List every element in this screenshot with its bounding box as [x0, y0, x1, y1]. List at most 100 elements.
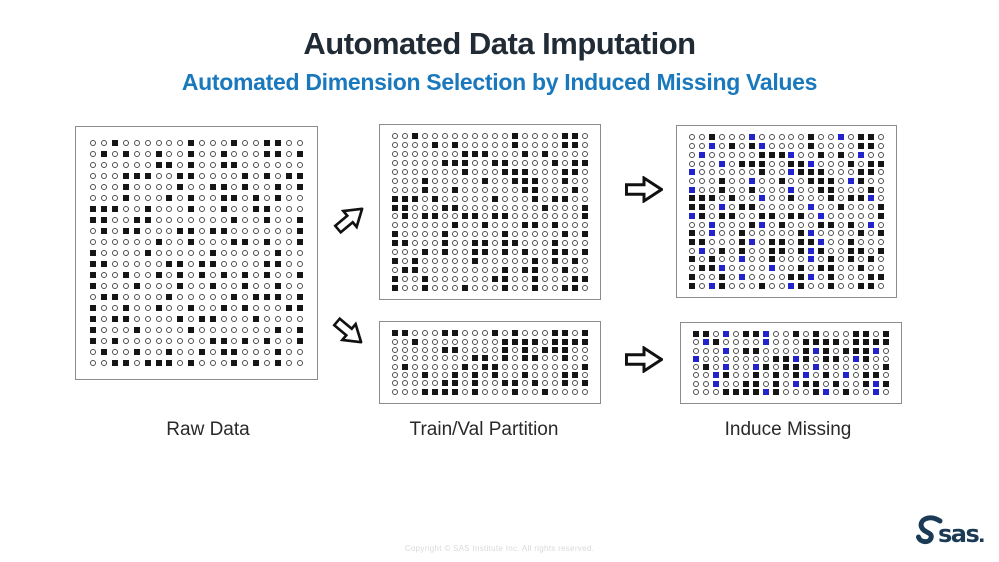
open-circle-marker	[757, 185, 767, 194]
open-circle-marker	[450, 239, 460, 248]
black-square-marker	[861, 330, 871, 338]
open-circle-marker	[272, 236, 283, 247]
black-square-marker	[294, 270, 305, 281]
open-circle-marker	[777, 273, 787, 282]
black-square-marker	[420, 388, 430, 396]
black-square-marker	[741, 380, 751, 388]
black-square-marker	[687, 194, 697, 203]
open-circle-marker	[410, 248, 420, 257]
black-square-marker	[262, 336, 273, 347]
black-square-marker	[164, 159, 175, 170]
black-square-marker	[826, 177, 836, 186]
black-square-marker	[410, 256, 420, 265]
open-circle-marker	[711, 355, 721, 363]
open-circle-marker	[806, 194, 816, 203]
blue-square-marker	[806, 273, 816, 282]
open-circle-marker	[440, 150, 450, 159]
open-circle-marker	[283, 159, 294, 170]
open-circle-marker	[761, 347, 771, 355]
black-square-marker	[410, 132, 420, 141]
open-circle-marker	[757, 246, 767, 255]
open-circle-marker	[876, 238, 886, 247]
open-circle-marker	[806, 264, 816, 273]
black-square-marker	[550, 221, 560, 230]
open-circle-marker	[440, 274, 450, 283]
open-circle-marker	[88, 292, 99, 303]
open-circle-marker	[251, 159, 262, 170]
open-circle-marker	[570, 265, 580, 274]
open-circle-marker	[737, 142, 747, 151]
open-circle-marker	[777, 264, 787, 273]
black-square-marker	[294, 225, 305, 236]
black-square-marker	[841, 388, 851, 396]
open-circle-marker	[821, 330, 831, 338]
open-circle-marker	[490, 256, 500, 265]
black-square-marker	[816, 220, 826, 229]
open-circle-marker	[390, 379, 400, 387]
open-circle-marker	[283, 325, 294, 336]
open-circle-marker	[826, 238, 836, 247]
open-circle-marker	[142, 292, 153, 303]
open-circle-marker	[283, 203, 294, 214]
open-circle-marker	[510, 203, 520, 212]
open-circle-marker	[580, 132, 590, 141]
open-circle-marker	[560, 203, 570, 212]
arrow-right-icon	[625, 176, 663, 203]
black-square-marker	[861, 371, 871, 379]
open-circle-marker	[520, 274, 530, 283]
black-square-marker	[430, 141, 440, 150]
black-square-marker	[470, 248, 480, 257]
black-square-marker	[430, 212, 440, 221]
blue-square-marker	[757, 220, 767, 229]
open-circle-marker	[697, 133, 707, 142]
open-circle-marker	[510, 150, 520, 159]
black-square-marker	[99, 292, 110, 303]
open-circle-marker	[110, 192, 121, 203]
open-circle-marker	[229, 247, 240, 258]
open-circle-marker	[460, 185, 470, 194]
open-circle-marker	[121, 347, 132, 358]
open-circle-marker	[757, 238, 767, 247]
black-square-marker	[560, 176, 570, 185]
open-circle-marker	[480, 194, 490, 203]
open-circle-marker	[99, 358, 110, 369]
open-circle-marker	[540, 212, 550, 221]
open-circle-marker	[420, 159, 430, 168]
black-square-marker	[294, 170, 305, 181]
black-square-marker	[856, 281, 866, 290]
open-circle-marker	[796, 185, 806, 194]
open-circle-marker	[490, 379, 500, 387]
open-circle-marker	[410, 239, 420, 248]
open-circle-marker	[142, 181, 153, 192]
black-square-marker	[99, 259, 110, 270]
black-square-marker	[826, 194, 836, 203]
open-circle-marker	[450, 168, 460, 177]
black-square-marker	[460, 283, 470, 292]
black-square-marker	[550, 248, 560, 257]
open-circle-marker	[520, 256, 530, 265]
black-square-marker	[500, 379, 510, 387]
black-square-marker	[240, 281, 251, 292]
open-circle-marker	[153, 214, 164, 225]
black-square-marker	[229, 192, 240, 203]
open-circle-marker	[480, 283, 490, 292]
open-circle-marker	[121, 325, 132, 336]
open-circle-marker	[751, 338, 761, 346]
open-circle-marker	[687, 150, 697, 159]
open-circle-marker	[510, 354, 520, 362]
black-square-marker	[866, 159, 876, 168]
open-circle-marker	[410, 212, 420, 221]
open-circle-marker	[781, 347, 791, 355]
black-square-marker	[761, 363, 771, 371]
open-circle-marker	[727, 203, 737, 212]
black-square-marker	[121, 225, 132, 236]
open-circle-marker	[550, 203, 560, 212]
open-circle-marker	[747, 281, 757, 290]
black-square-marker	[450, 329, 460, 337]
open-circle-marker	[121, 236, 132, 247]
open-circle-marker	[110, 259, 121, 270]
open-circle-marker	[540, 141, 550, 150]
black-square-marker	[737, 203, 747, 212]
open-circle-marker	[420, 230, 430, 239]
black-square-marker	[240, 303, 251, 314]
